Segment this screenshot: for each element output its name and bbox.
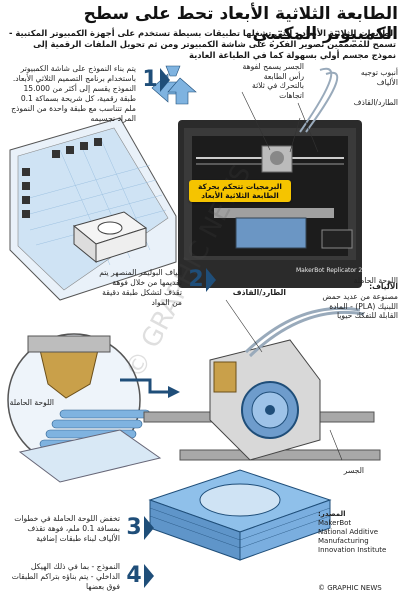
source-line: National Additive: [318, 528, 379, 536]
source-block: المصدر: MakerBot National Additive Manuf…: [318, 510, 400, 555]
source-line: MakerBot: [318, 519, 352, 527]
label-bridge: الجسر يسمح لفوهة رأس الطابعة بالتحرك في …: [242, 62, 304, 100]
screen-model-box: [72, 211, 148, 264]
credit-line: © GRAPHIC NEWS: [318, 584, 382, 592]
step-2-text: ألياف البوليمر المنصهر يتم تقديمها من خل…: [99, 268, 182, 307]
label-feed-tube: أنبوب توجيه الألياف: [360, 68, 398, 87]
page-title: الطابعة الثلاثية الأبعاد تحط على سطح الك…: [83, 4, 398, 44]
software-banner: البرمجيات تتحكم بحركة الطابعة الثلاثية ا…: [189, 180, 291, 202]
step-1-number: 1: [142, 67, 158, 92]
fibers-text: مصنوعة من عديد حمض اللبنيك (PLA) - الماد…: [322, 292, 398, 321]
label-platform-left: اللوحة الحاملة: [9, 398, 54, 407]
step-3-number: 3: [126, 515, 142, 540]
extruder-assembly-illustration: [143, 299, 381, 461]
printer-brand: MakerBot Replicator 2: [296, 267, 362, 274]
step-4-arrow-icon: [144, 564, 154, 588]
step-3-text: تخفض اللوحة الحاملة في خطوات بمسافة 0.1 …: [14, 514, 120, 543]
printed-model-illustration: [148, 469, 332, 561]
step-2-number: 2: [188, 267, 204, 292]
source-heading: المصدر:: [318, 510, 346, 518]
label-bridge-bottom: الجسر: [343, 466, 364, 475]
label-extruder-top: الطارد/القاذف: [353, 98, 398, 107]
label-platform-top: اللوحة الحاملة: [353, 276, 398, 285]
intro-text: الطابعات الثلاثية الأبعاد - التي تشغلها …: [9, 28, 396, 60]
nozzle-closeup-illustration: [7, 333, 180, 483]
step-3-arrow-icon: [144, 516, 154, 540]
step-4-number: 4: [126, 563, 142, 588]
step-1-arrow-icon: [160, 68, 170, 92]
source-line: Innovation Institute: [318, 546, 387, 554]
fibers-title: الألياف:: [369, 282, 398, 291]
source-line: Manufacturing: [318, 537, 369, 545]
step-2-arrow-icon: [206, 268, 216, 292]
software-screen-illustration: [9, 117, 177, 301]
step-1-text: يتم بناء النموذج على شاشة الكمبيوتر باست…: [11, 64, 136, 123]
label-extruder-mid: الطارد/القاذف: [232, 288, 286, 297]
step-4-text: النموذج - بما في ذلك الهيكل الداخلي - يت…: [11, 562, 120, 591]
